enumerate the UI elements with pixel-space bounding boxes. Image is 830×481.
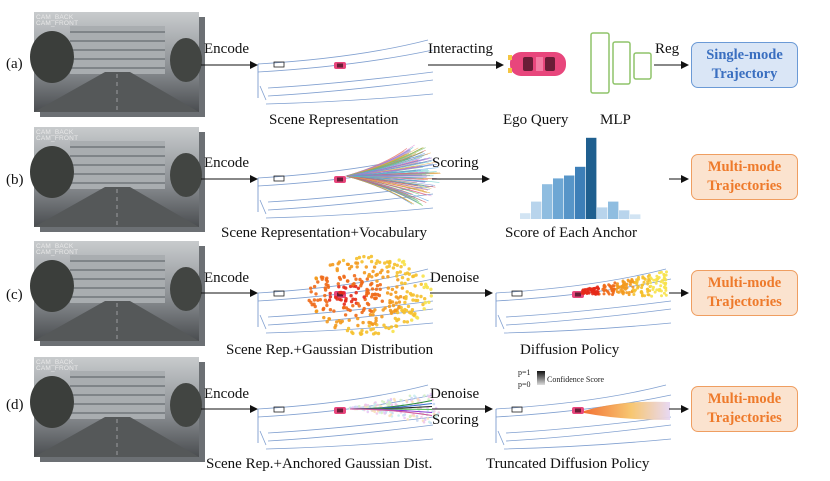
cam-back-label-c: CAM_BACK xyxy=(36,243,74,250)
confidence-legend xyxy=(537,371,545,385)
encode-label-a: Encode xyxy=(204,41,249,57)
mlp-caption: MLP xyxy=(600,112,631,128)
histogram-bar xyxy=(597,207,608,219)
histogram-bar xyxy=(630,214,641,219)
cam-back-label-d: CAM_BACK xyxy=(36,359,74,366)
cam-front-label-a: CAM_FRONT xyxy=(36,20,79,27)
scoring-label-d: Scoring xyxy=(432,412,479,428)
confidence-p1: p=1 xyxy=(518,368,531,377)
output-line2-d: Trajectories xyxy=(707,410,782,426)
histogram-bar xyxy=(520,213,531,219)
denoise-label-d: Denoise xyxy=(430,386,480,402)
output-line1-b: Multi-mode xyxy=(707,159,782,175)
histogram-bar xyxy=(586,137,597,219)
row-label-b: (b) xyxy=(6,172,24,188)
encode-label-c: Encode xyxy=(204,270,249,286)
camera-image-d xyxy=(30,357,205,462)
row-label-c: (c) xyxy=(6,287,23,303)
output-line1-d: Multi-mode xyxy=(707,391,782,407)
output-line2-b: Trajectories xyxy=(707,178,782,194)
histogram-bar xyxy=(619,210,630,219)
camera-image-a xyxy=(30,12,205,117)
histogram-bar xyxy=(553,178,564,219)
output-line1-c: Multi-mode xyxy=(707,275,782,291)
anchor-score-histogram xyxy=(520,137,641,219)
scene-caption-a: Scene Representation xyxy=(269,112,399,128)
multi-mode-output-box-c: Multi-mode Trajectories xyxy=(691,270,798,316)
denoise-label-c: Denoise xyxy=(430,270,480,286)
flow-arrows xyxy=(201,61,689,413)
confidence-p0: p=0 xyxy=(518,380,531,389)
camera-image-b xyxy=(30,127,205,232)
cam-front-label-c: CAM_FRONT xyxy=(36,249,79,256)
cam-back-label-a: CAM_BACK xyxy=(36,14,74,21)
confidence-title: Confidence Score xyxy=(547,375,605,384)
scene-map-c-policy xyxy=(495,268,672,334)
reg-label: Reg xyxy=(655,41,680,57)
output-line2-a: Trajectory xyxy=(711,66,778,82)
output-line2-c: Trajectories xyxy=(707,294,782,310)
gaussian-noise-cloud xyxy=(307,254,433,336)
ego-query-caption: Ego Query xyxy=(503,112,569,128)
diffusion-caption: Diffusion Policy xyxy=(520,342,620,358)
encode-label-b: Encode xyxy=(204,155,249,171)
scene-caption-b: Scene Representation+Vocabulary xyxy=(221,225,428,241)
camera-images xyxy=(30,12,205,462)
single-mode-output-box: Single-mode Trajectory xyxy=(691,42,798,88)
cam-back-label-b: CAM_BACK xyxy=(36,129,74,136)
truncated-diffusion-caption: Truncated Diffusion Policy xyxy=(486,456,650,472)
scene-map-a xyxy=(257,39,434,105)
scene-maps xyxy=(257,39,672,450)
interacting-label: Interacting xyxy=(428,41,493,57)
mlp-icon xyxy=(590,32,652,94)
score-caption: Score of Each Anchor xyxy=(505,225,638,241)
ego-query-car xyxy=(508,52,566,76)
histogram-bar xyxy=(542,184,553,219)
camera-image-c xyxy=(30,241,205,346)
truncated-diffusion-plume xyxy=(584,401,670,420)
scene-map-d-policy xyxy=(495,384,672,450)
diffusion-policy-plume xyxy=(580,270,668,298)
multi-mode-output-box-b: Multi-mode Trajectories xyxy=(691,154,798,200)
cam-front-label-b: CAM_FRONT xyxy=(36,135,79,142)
histogram-bar xyxy=(608,201,619,219)
vocabulary-trajectories xyxy=(345,144,441,207)
cam-front-label-d: CAM_FRONT xyxy=(36,365,79,372)
histogram-bar xyxy=(575,166,586,219)
encode-label-d: Encode xyxy=(204,386,249,402)
multi-mode-output-box-d: Multi-mode Trajectories xyxy=(691,386,798,432)
scene-caption-c: Scene Rep.+Gaussian Distribution xyxy=(226,342,434,358)
scene-map-d xyxy=(257,384,434,450)
anchored-gaussian-fan xyxy=(348,392,441,425)
histogram-bar xyxy=(564,175,575,219)
histogram-bar xyxy=(531,201,542,219)
row-label-d: (d) xyxy=(6,397,24,413)
output-line1-a: Single-mode xyxy=(706,47,783,63)
scoring-label-b: Scoring xyxy=(432,155,479,171)
scene-caption-d: Scene Rep.+Anchored Gaussian Dist. xyxy=(206,456,433,472)
row-label-a: (a) xyxy=(6,56,23,72)
